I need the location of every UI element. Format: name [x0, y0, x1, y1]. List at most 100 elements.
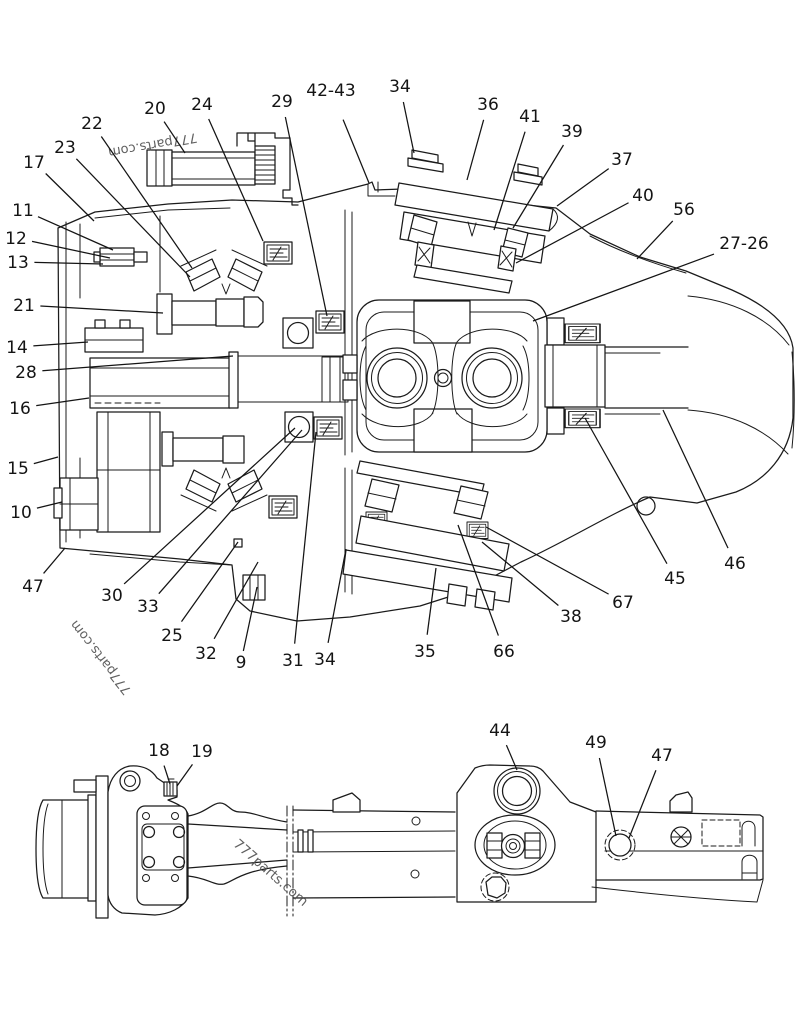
watermark-1: 777parts.com: [68, 617, 135, 697]
shaft-flange: [228, 351, 239, 409]
callout-32: 32: [195, 644, 217, 664]
cotter-x: [417, 246, 431, 264]
thread-hatch: [254, 149, 276, 181]
screw-head: [146, 149, 173, 187]
right-axle-tube-side: [591, 791, 764, 903]
spacer-blocks: [53, 477, 99, 531]
carrier-left-tab: [342, 379, 358, 401]
drum-body: [35, 799, 94, 899]
callout-41: 41: [519, 107, 541, 127]
cage-plate: [355, 515, 510, 572]
bolt-hole: [142, 812, 150, 820]
gear-body: [96, 411, 161, 533]
leader-67: [485, 526, 609, 595]
bolt-base: [513, 171, 543, 186]
bearing-roller-line: [189, 267, 217, 282]
cage-notch: [467, 221, 477, 237]
leader-9: [242, 586, 258, 652]
leader-31: [294, 431, 317, 644]
callout-29: 29: [271, 92, 293, 112]
leader-34: [327, 548, 347, 644]
seal-cartridge-29: [315, 310, 345, 334]
bearing-roller-line: [231, 479, 259, 494]
bolt-hole: [142, 874, 150, 882]
callout-47: 47: [22, 577, 44, 597]
bearing-roller-line: [231, 267, 259, 282]
leader-39: [512, 144, 565, 229]
callout-37: 37: [611, 150, 633, 170]
callout-13: 13: [7, 253, 29, 273]
leader-56: [636, 220, 674, 260]
arm-lines: [187, 802, 288, 885]
leader-11: [37, 216, 114, 251]
ball-bearing-upper: [282, 317, 314, 349]
callout-25: 25: [161, 626, 183, 646]
callout-18: 18: [148, 741, 170, 761]
ball: [286, 321, 310, 345]
tube-outline: [595, 810, 764, 881]
mounting-flange: [95, 775, 109, 919]
ujoint-cap-left: [486, 832, 503, 859]
callout-10: 10: [10, 503, 32, 523]
leader-45: [584, 417, 668, 565]
cage-bottom-plate: [413, 264, 513, 294]
center-hole-outer: [433, 368, 453, 388]
ujoint-opening-outer: [474, 814, 556, 876]
tube-slots: [741, 820, 758, 880]
ujoint-hub-inner: [509, 842, 517, 850]
roller-line: [367, 492, 397, 500]
cartridge: [564, 408, 601, 429]
spline-lines: [329, 356, 341, 403]
stud-hole: [142, 825, 156, 839]
leader-32: [213, 561, 259, 640]
top-boss-bore: [501, 775, 533, 807]
bolt-head: [242, 574, 266, 601]
leader-34: [402, 101, 415, 154]
ujoint-hub-mid: [505, 838, 521, 854]
callout-40: 40: [632, 186, 654, 206]
tube-tab: [332, 792, 361, 813]
pin: [133, 251, 148, 263]
leader-17: [45, 173, 95, 222]
leader-18: [163, 765, 171, 785]
screw-shank-lines: [171, 157, 256, 180]
leader-66: [457, 524, 499, 636]
shaft-step: [215, 298, 245, 327]
tube-bore-arcs: [604, 295, 795, 455]
seal-cartridge-24: [263, 241, 293, 265]
retainer-plate: [84, 319, 144, 353]
flange-stub: [73, 779, 97, 793]
leader-42-43: [342, 119, 370, 184]
tube-hub-lines: [552, 344, 598, 408]
callout-34: 34: [314, 650, 336, 670]
right-bore-inner: [472, 358, 512, 398]
leader-46: [662, 409, 729, 549]
bottom-bearing-cage: [342, 460, 513, 611]
callout-27-26: 27-26: [719, 234, 768, 254]
carrier-left-tab: [342, 354, 358, 374]
callout-31: 31: [282, 651, 304, 671]
mounting-pad: [136, 805, 188, 906]
callout-46: 46: [724, 554, 746, 574]
right-bore-mid: [466, 352, 518, 404]
bolt-base: [407, 157, 444, 173]
callout-67: 67: [612, 593, 634, 613]
axle-arms: [187, 802, 294, 917]
roller-line: [456, 499, 486, 507]
fill-plug: [604, 829, 636, 861]
callout-24: 24: [191, 95, 213, 115]
input-shaft: [156, 293, 264, 335]
plate-bolt: [119, 319, 131, 329]
stud-hole: [172, 825, 186, 839]
callout-47: 47: [651, 746, 673, 766]
cotter-x: [499, 250, 513, 268]
callout-16: 16: [9, 399, 31, 419]
cage-bolt: [446, 583, 468, 607]
bolt-lines: [249, 574, 259, 601]
lower-shaft: [161, 431, 245, 467]
shaft-lines: [89, 355, 346, 403]
washer-flange: [156, 293, 173, 335]
leader-29: [284, 116, 328, 317]
tube-hub: [544, 344, 606, 408]
